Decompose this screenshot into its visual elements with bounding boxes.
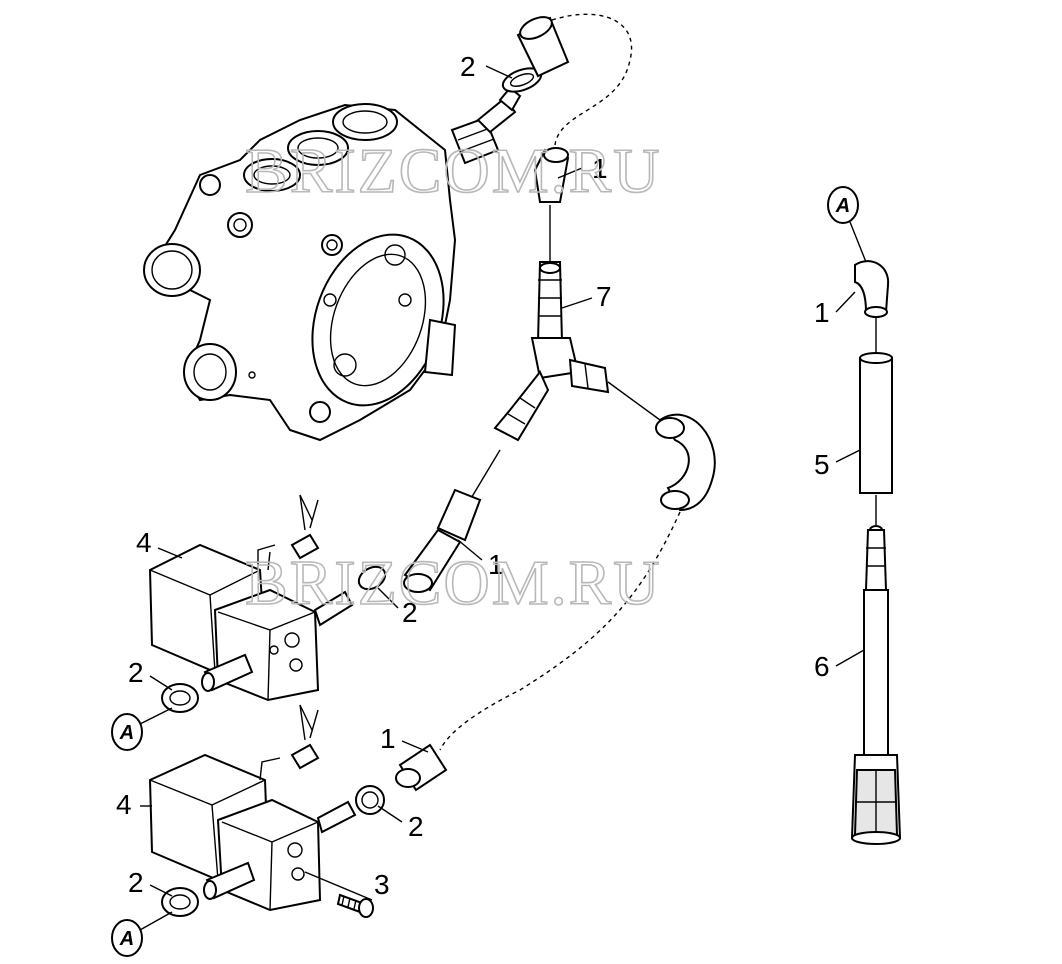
callout-3: 3 — [374, 869, 390, 900]
hose-clamp-valve1-right — [357, 565, 387, 591]
callout-2-valve1-right: 2 — [402, 597, 418, 628]
plug-valve1 — [290, 494, 320, 560]
callout-2-valve1-left: 2 — [128, 657, 144, 688]
ref-mark-valve1: A — [111, 707, 173, 751]
solenoid-valve-1 — [148, 543, 354, 702]
callout-4-valve2: 4 — [116, 789, 132, 820]
ref-mark-valve2-label: A — [119, 928, 134, 950]
callout-1-valve2: 1 — [380, 723, 396, 754]
hose-nipple-top — [476, 86, 522, 134]
hose-clamp-valve2-right — [355, 785, 385, 815]
screw — [336, 893, 374, 918]
leader-tee-down — [469, 449, 501, 501]
callout-leaders — [140, 65, 865, 897]
callout-1-top: 1 — [592, 153, 608, 184]
hose-piece-tee-top — [533, 147, 570, 203]
elbow-hose — [655, 413, 716, 512]
callout-1-right: 1 — [814, 297, 830, 328]
callout-1-tee: 1 — [488, 549, 504, 580]
hose-piece-top — [516, 16, 570, 78]
callout-6: 6 — [814, 651, 830, 682]
suction-hose-right — [854, 260, 890, 318]
hose-piece-valve1 — [403, 488, 482, 593]
callout-2-valve2-left: 2 — [128, 867, 144, 898]
callout-5: 5 — [814, 449, 830, 480]
connection-line-right — [439, 511, 681, 751]
watermark-bottom: BRIZCOM.RU — [245, 547, 662, 618]
watermarks: BRIZCOM.RU BRIZCOM.RU — [244, 134, 662, 619]
plug-valve2 — [290, 704, 320, 770]
callout-2-top: 2 — [460, 51, 476, 82]
tee-connector — [493, 261, 610, 442]
leader-tee-right — [607, 381, 661, 421]
hose-piece-valve2 — [395, 743, 448, 792]
suction-filter — [850, 525, 902, 845]
callout-2-valve2-right: 2 — [408, 811, 424, 842]
callout-numbers: 2 1 7 1 2 4 2 1 4 2 3 2 1 5 6 — [116, 51, 830, 900]
solenoid-valve-2 — [148, 753, 357, 912]
watermark-top: BRIZCOM.RU — [245, 135, 662, 206]
ref-mark-valve2: A — [111, 911, 173, 957]
callout-4-valve1: 4 — [136, 527, 152, 558]
leader-screw — [304, 871, 373, 901]
hose-clamp-valve1-left — [161, 683, 199, 713]
callout-7: 7 — [596, 281, 612, 312]
ref-mark-valve1-label: A — [119, 722, 134, 744]
hose-clamp-valve2-left — [161, 887, 199, 917]
ref-mark-right-label: A — [835, 195, 850, 217]
pump-head — [143, 103, 500, 442]
connection-line-top — [551, 13, 633, 146]
ref-mark-right: A — [827, 186, 867, 263]
tube — [859, 352, 893, 494]
